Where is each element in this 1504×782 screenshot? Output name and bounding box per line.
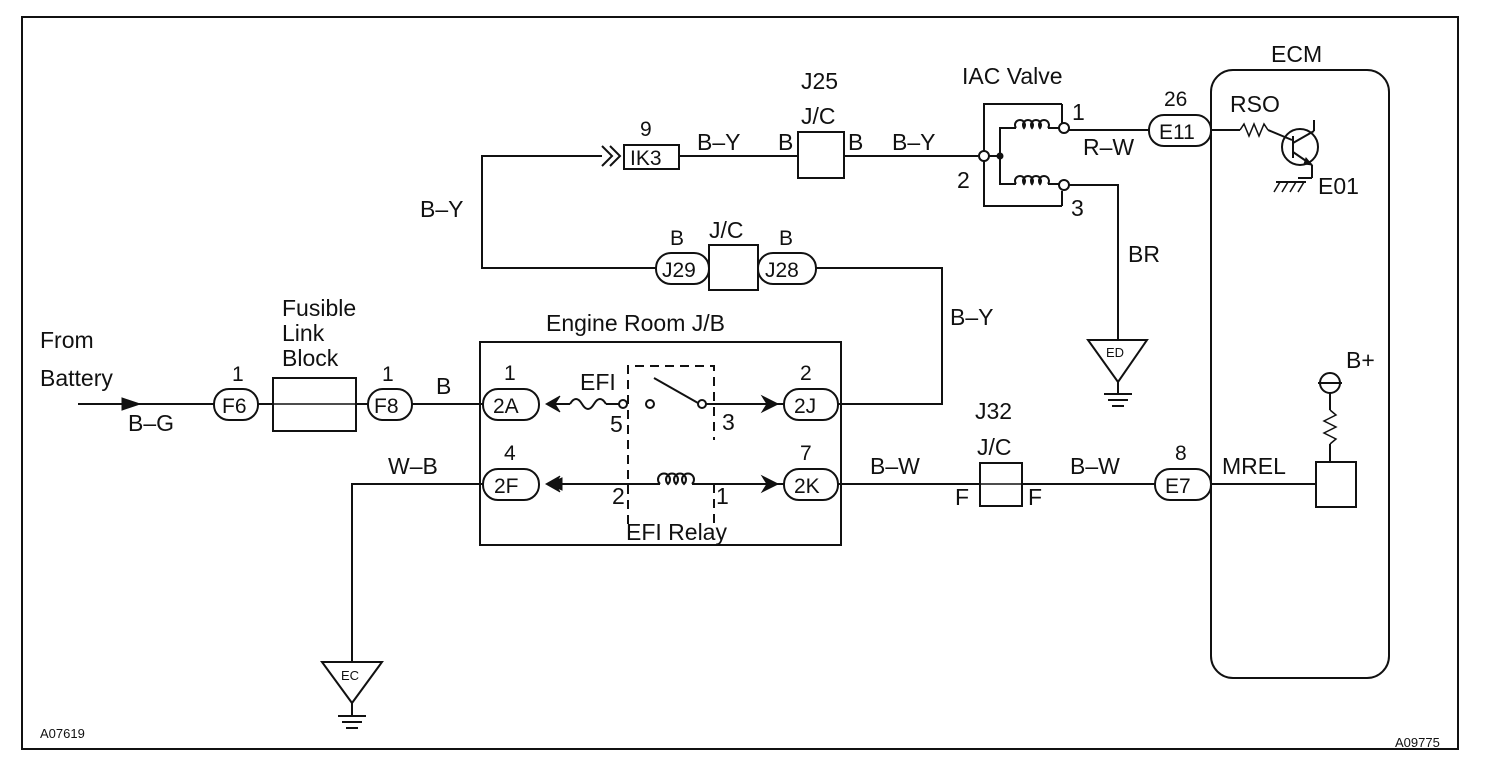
wire-label-by-top1: B–Y: [697, 129, 740, 155]
wire-label-b: B: [436, 373, 451, 399]
from-battery-line1: From: [40, 327, 94, 353]
connector-f6-pin: 1: [232, 363, 244, 386]
connector-f6-id: F6: [222, 395, 247, 418]
ecm-mrel-label: MREL: [1222, 453, 1286, 479]
wire-label-by-right: B–Y: [950, 304, 993, 330]
connector-2f: 2F 4: [482, 442, 561, 501]
fusible-link-label-1: Fusible: [282, 295, 356, 321]
connector-e11-pin: 26: [1164, 88, 1187, 111]
connector-ik3-pin: 9: [640, 118, 652, 141]
wire-label-br: BR: [1128, 241, 1160, 267]
wire-label-by-left: B–Y: [420, 196, 463, 222]
wire-label-bg: B–G: [128, 410, 174, 436]
connector-e7-id: E7: [1165, 475, 1191, 498]
from-battery-line2: Battery: [40, 365, 113, 391]
connector-2j-pin: 2: [800, 362, 812, 385]
connector-j28: J28 B: [757, 227, 817, 285]
iac-valve: IAC Valve 1 2 3: [957, 63, 1085, 221]
connector-2a: 2A 1: [482, 362, 561, 421]
iac-pin-3: 3: [1071, 195, 1084, 221]
junction-j25-name: J25: [801, 68, 838, 94]
junction-j25: J25 J/C B B: [778, 68, 863, 179]
efi-fuse-label: EFI: [580, 369, 616, 395]
engine-room-jb-title: Engine Room J/B: [546, 310, 725, 336]
junction-j32-jc: J/C: [977, 434, 1012, 460]
connector-2f-pin: 4: [504, 442, 516, 465]
junction-j25-jc: J/C: [801, 103, 836, 129]
junction-j25-right: B: [848, 129, 863, 155]
ground-ec-label: EC: [341, 668, 359, 683]
connector-ik3: IK3 9: [601, 118, 680, 170]
connector-2f-id: 2F: [494, 475, 519, 498]
efi-relay-label: EFI Relay: [626, 519, 727, 545]
fusible-link-block: Fusible Link Block: [258, 295, 368, 432]
connector-j28-id: J28: [765, 259, 799, 282]
wire-label-by-top2: B–Y: [892, 129, 935, 155]
connector-f8: F8 1: [367, 363, 413, 421]
wire-label-wb: W–B: [388, 453, 438, 479]
junction-connectors: J25 J/C B B J/C J32 J/C F F: [708, 68, 1042, 510]
connector-j29-pin: B: [670, 227, 684, 250]
ground-ed-label: ED: [1106, 345, 1124, 360]
ecm-bplus-label: B+: [1346, 347, 1375, 373]
diagram-frame: [21, 16, 1459, 750]
connector-2a-pin: 1: [504, 362, 516, 385]
connector-2k-pin: 7: [800, 442, 812, 465]
ecm-e01-label: E01: [1318, 173, 1359, 199]
connector-j28-pin: B: [779, 227, 793, 250]
connector-2a-id: 2A: [493, 395, 519, 418]
connector-f8-pin: 1: [382, 363, 394, 386]
ecm: ECM RSO E01 B+ MREL: [1210, 41, 1390, 679]
ground-ec: EC: [320, 661, 384, 729]
connector-2k-id: 2K: [794, 475, 820, 498]
wire-label-bw1: B–W: [870, 453, 920, 479]
relay-pin-5: 5: [610, 411, 623, 437]
relay-pin-2: 2: [612, 483, 625, 509]
fusible-link-label-2: Link: [282, 320, 325, 346]
relay-pin-1: 1: [716, 483, 729, 509]
wire-label-bw2: B–W: [1070, 453, 1120, 479]
connector-ik3-id: IK3: [630, 147, 662, 170]
ecm-rso-label: RSO: [1230, 91, 1280, 117]
connector-2j: 2J 2: [760, 362, 839, 421]
connector-j29-id: J29: [662, 259, 696, 282]
connector-2j-id: 2J: [794, 395, 816, 418]
wire-labels: From Battery B–G B B–Y B–Y B–Y B–Y R–W B…: [40, 129, 1160, 479]
junction-j32: J32 J/C F F: [955, 398, 1042, 510]
iac-pin-1: 1: [1072, 99, 1085, 125]
iac-pin-2: 2: [957, 167, 970, 193]
connector-f8-id: F8: [374, 395, 399, 418]
figure-id-left: A07619: [40, 726, 85, 741]
wires: [78, 129, 1316, 662]
connector-e7: E7 8: [1154, 442, 1212, 501]
junction-j32-name: J32: [975, 398, 1012, 424]
wire-label-rw: R–W: [1083, 134, 1134, 160]
connector-e11-id: E11: [1159, 121, 1195, 144]
junction-j32-left: F: [955, 484, 969, 510]
fusible-link-label-3: Block: [282, 345, 339, 371]
relay-pin-3: 3: [722, 409, 735, 435]
connector-f6: F6 1: [213, 363, 259, 421]
connector-2k: 2K 7: [760, 442, 839, 501]
junction-mid-jc: J/C: [709, 217, 744, 243]
junction-mid: J/C: [708, 217, 759, 291]
connector-e11: E11 26: [1148, 88, 1212, 147]
engine-room-jb: Engine Room J/B EFI 5 3 2 1 EFI Relay: [479, 310, 842, 546]
iac-valve-title: IAC Valve: [962, 63, 1063, 89]
connector-e7-pin: 8: [1175, 442, 1187, 465]
junction-j25-left: B: [778, 129, 793, 155]
connector-j29: J29 B: [655, 227, 710, 285]
figure-id-right: A09775: [1395, 735, 1440, 750]
ecm-title: ECM: [1271, 41, 1322, 67]
ground-ed: ED: [1086, 339, 1149, 407]
junction-j32-right: F: [1028, 484, 1042, 510]
